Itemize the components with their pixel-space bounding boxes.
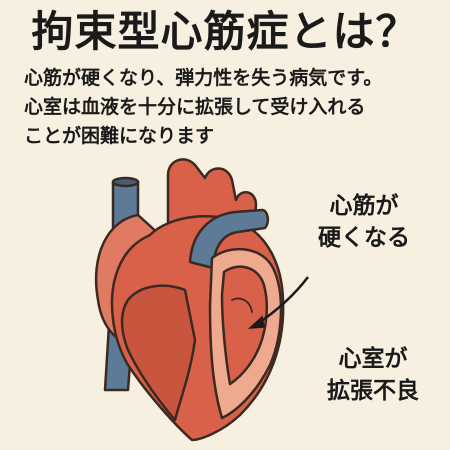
callout-line: 心筋が xyxy=(329,193,399,219)
vena-cava-opening xyxy=(111,176,140,188)
left-ventricle-cavity xyxy=(220,265,269,386)
description: 心筋が硬くなり、弾力性を失う病気です。 心室は血液を十分に拡張して受け入れる こ… xyxy=(24,64,434,151)
right-ventricle xyxy=(120,284,197,422)
description-line: 心筋が硬くなり、弾力性を失う病気です。 xyxy=(24,67,383,89)
callout-line: 硬くなる xyxy=(318,225,410,251)
page-title: 拘束型心筋症とは？ xyxy=(31,7,419,56)
pulmonary-artery xyxy=(188,208,270,270)
callout-line: 心室が xyxy=(338,346,408,372)
callout-stiff-muscle: 心筋が 硬くなる xyxy=(304,190,424,254)
callout-poor-dilation: 心室が 拡張不良 xyxy=(318,343,428,407)
description-line: 心室は血液を十分に拡張して受け入れる xyxy=(24,96,366,118)
callout-line: 拡張不良 xyxy=(327,378,419,404)
callout-arrowhead xyxy=(247,315,265,329)
myocardium-line xyxy=(231,297,253,313)
description-line: ことが困難になります xyxy=(24,125,215,147)
